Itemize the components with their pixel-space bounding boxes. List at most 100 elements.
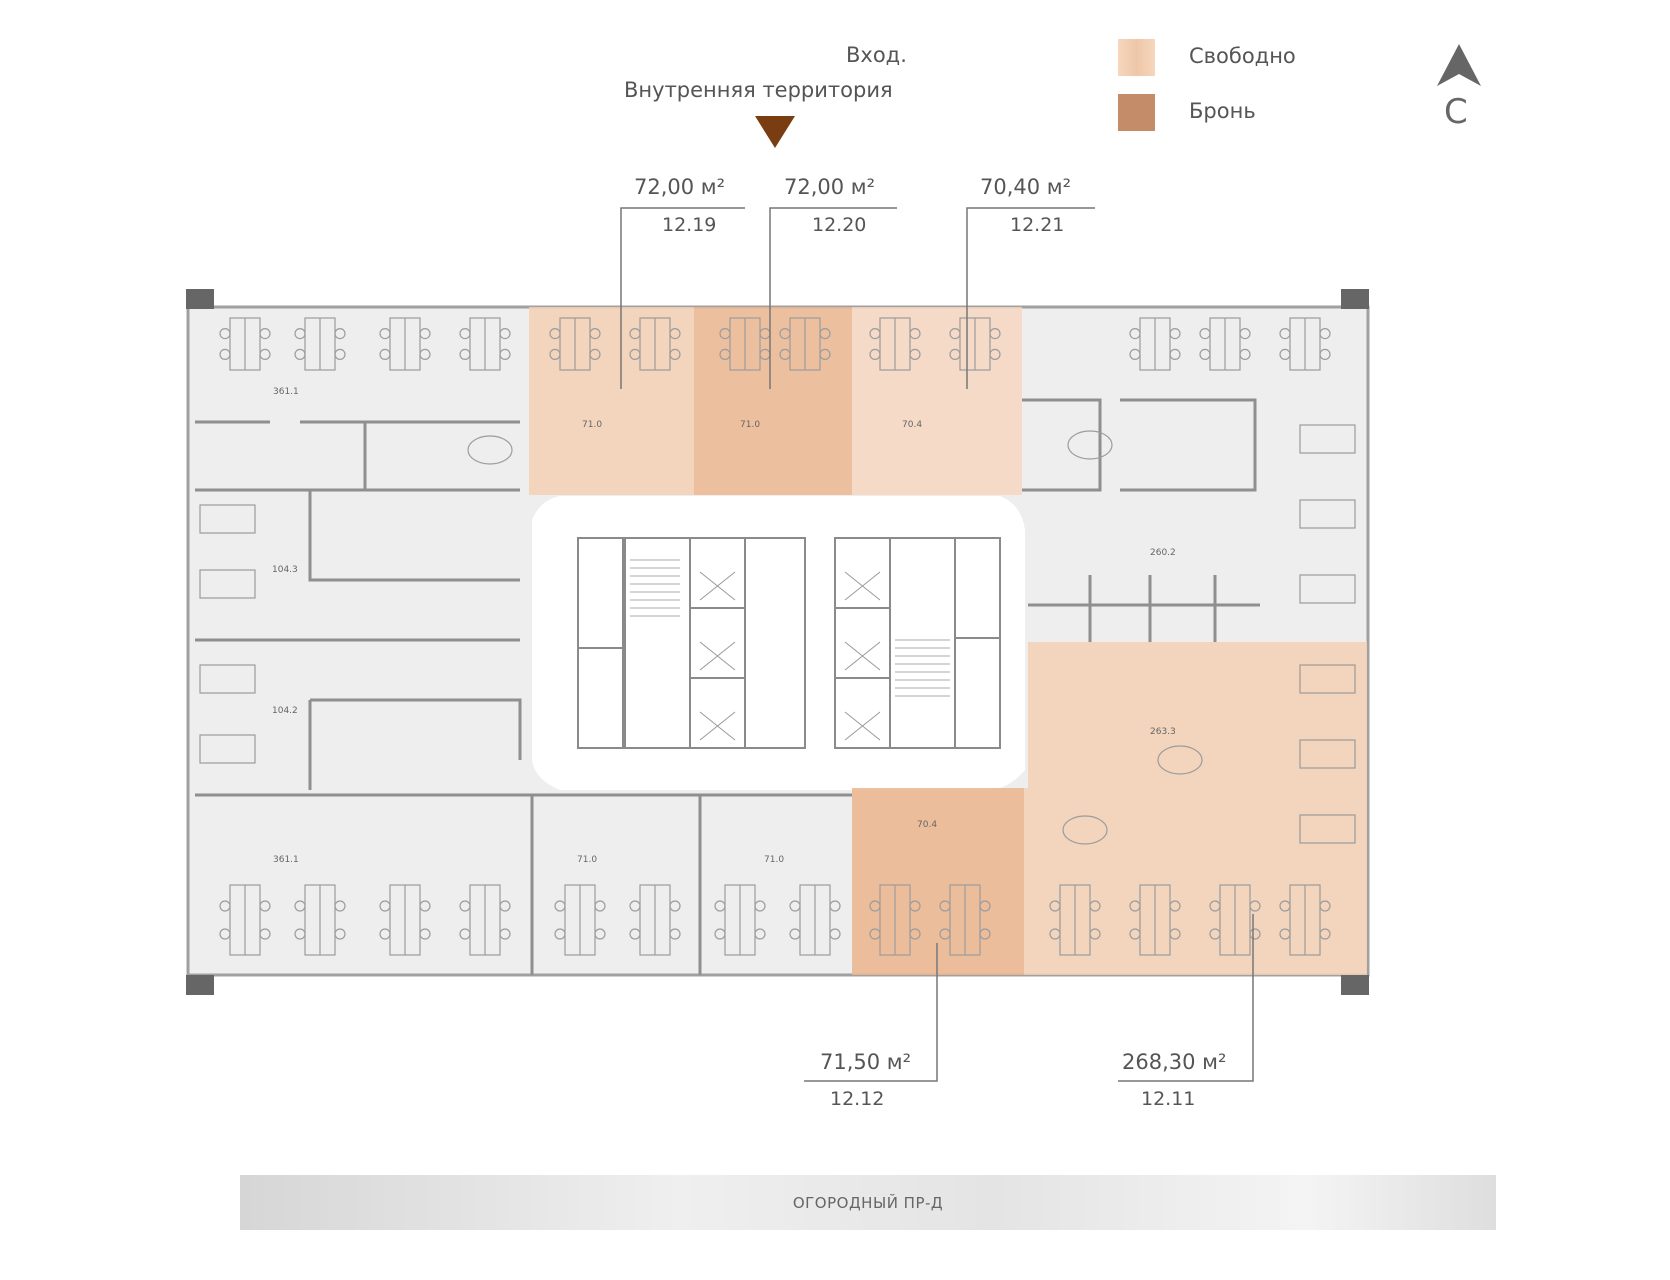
street-label: ОГОРОДНЫЙ ПР-Д <box>240 1175 1496 1230</box>
chair <box>629 928 641 940</box>
chair <box>294 928 306 940</box>
chair <box>554 928 566 940</box>
unit-12-19-number[interactable]: 12.19 <box>662 214 717 236</box>
chair <box>259 328 271 340</box>
chair <box>1049 900 1061 912</box>
chair <box>219 328 231 340</box>
chair <box>594 900 606 912</box>
chair <box>294 328 306 340</box>
chair <box>789 928 801 940</box>
room-label: 260.2 <box>1150 548 1176 558</box>
chair <box>754 928 766 940</box>
legend-free-swatch <box>1118 39 1155 76</box>
chair <box>499 328 511 340</box>
unit-12-12-area-label: 71,50 м² <box>820 1050 912 1074</box>
chair <box>1169 900 1181 912</box>
unit-12-19-area[interactable] <box>529 307 694 495</box>
chair <box>909 928 921 940</box>
chair <box>419 328 431 340</box>
chair <box>669 328 681 340</box>
chair <box>379 928 391 940</box>
chair <box>829 928 841 940</box>
room-label: 104.3 <box>272 565 298 575</box>
chair <box>1209 928 1221 940</box>
chair <box>869 928 881 940</box>
unit-12-19-area-label: 72,00 м² <box>634 175 726 199</box>
chair <box>1209 900 1221 912</box>
unit-12-12-number[interactable]: 12.12 <box>830 1088 885 1110</box>
chair <box>669 900 681 912</box>
desk <box>199 504 256 534</box>
unit-12-11-area[interactable] <box>1024 642 1367 975</box>
chair <box>259 900 271 912</box>
chair <box>294 348 306 360</box>
chair <box>1089 928 1101 940</box>
unit-12-12-area[interactable] <box>852 788 1024 975</box>
desk <box>199 734 256 764</box>
chair <box>1169 328 1181 340</box>
chair <box>1129 328 1141 340</box>
room-label: 70.4 <box>902 420 923 430</box>
chair <box>629 348 641 360</box>
desk <box>199 569 256 599</box>
chair <box>979 900 991 912</box>
unit-12-11-number[interactable]: 12.11 <box>1141 1088 1196 1110</box>
chair <box>829 900 841 912</box>
chair <box>219 348 231 360</box>
chair <box>499 928 511 940</box>
chair <box>379 328 391 340</box>
chair <box>669 348 681 360</box>
chair <box>589 328 601 340</box>
chair <box>719 328 731 340</box>
chair <box>629 328 641 340</box>
desk <box>1299 664 1356 694</box>
unit-12-21-number[interactable]: 12.21 <box>1010 214 1065 236</box>
chair <box>1129 348 1141 360</box>
chair <box>1199 348 1211 360</box>
unit-12-20-area[interactable] <box>694 307 852 495</box>
unit-12-20-number[interactable]: 12.20 <box>812 214 867 236</box>
chair <box>909 900 921 912</box>
chair <box>1249 928 1261 940</box>
chair <box>1129 900 1141 912</box>
chair <box>219 928 231 940</box>
chair <box>334 900 346 912</box>
chair <box>219 900 231 912</box>
chair <box>714 928 726 940</box>
legend-free-label: Свободно <box>1189 44 1296 68</box>
chair <box>1049 928 1061 940</box>
unit-12-21-area[interactable] <box>852 307 1022 495</box>
chair <box>754 900 766 912</box>
chair <box>549 328 561 340</box>
chair <box>1279 328 1291 340</box>
chair <box>554 900 566 912</box>
north-arrow-icon <box>1437 44 1481 86</box>
entrance-label: Вход. <box>846 43 907 67</box>
room-label: 263.3 <box>1150 727 1176 737</box>
chair <box>909 348 921 360</box>
chair <box>259 348 271 360</box>
unit-12-21-area-label: 70,40 м² <box>980 175 1072 199</box>
building-core <box>532 496 1025 790</box>
corner-column <box>1341 975 1369 995</box>
chair <box>1239 348 1251 360</box>
chair <box>419 900 431 912</box>
desk <box>199 664 256 694</box>
chair <box>1319 348 1331 360</box>
chair <box>629 900 641 912</box>
chair <box>459 348 471 360</box>
furniture <box>199 317 1356 956</box>
desk <box>1299 499 1356 529</box>
chair <box>789 900 801 912</box>
chair <box>1089 900 1101 912</box>
chair <box>379 348 391 360</box>
desk <box>1299 574 1356 604</box>
meeting-table <box>1062 815 1108 845</box>
entrance-sublabel: Внутренняя территория <box>624 78 893 102</box>
chair <box>989 328 1001 340</box>
chair <box>334 328 346 340</box>
legend-booked-swatch <box>1118 94 1155 131</box>
chair <box>1169 928 1181 940</box>
room-label: 361.1 <box>273 387 299 397</box>
meeting-table <box>467 435 513 465</box>
